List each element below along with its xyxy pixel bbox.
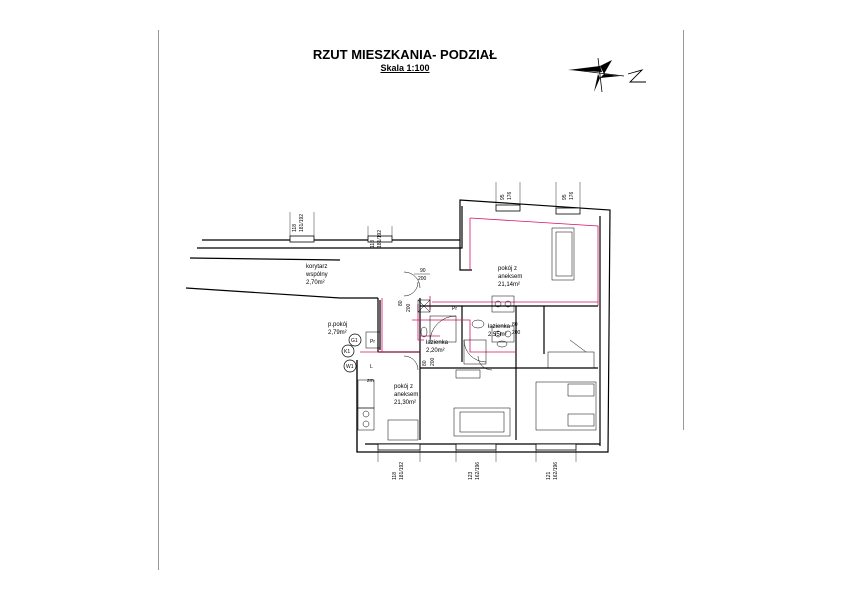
stove-top — [491, 295, 515, 313]
bath-right-name: łazienka — [488, 324, 511, 330]
stove-top-2 — [491, 325, 515, 343]
living-top-name1: pokój z — [498, 266, 517, 272]
svg-text:181/192: 181/192 — [399, 462, 405, 480]
svg-text:181/192: 181/192 — [377, 230, 383, 248]
heat-meter — [341, 344, 355, 358]
door-dimensions: 90 200 80 200 80 200 80 200 Pr Pr zm L — [367, 268, 521, 384]
pr-label-1: Pr — [452, 306, 457, 312]
svg-text:176: 176 — [569, 191, 575, 200]
cabinet — [455, 369, 481, 379]
l-label: L — [370, 364, 373, 370]
frame-line-right — [683, 30, 684, 430]
zm-label: zm — [367, 378, 374, 384]
svg-text:K1: K1 — [344, 349, 350, 355]
box-pr-2 — [365, 331, 381, 349]
svg-text:95: 95 — [500, 194, 506, 200]
living-top-area: 21,14m² — [498, 282, 520, 288]
bath-right-area: 2,55m² — [488, 332, 507, 338]
windows — [289, 204, 581, 451]
door2-width: 80 — [398, 300, 404, 306]
svg-text:G1: G1 — [351, 338, 358, 344]
toilet — [471, 319, 485, 329]
sink — [496, 340, 508, 348]
window-dimensions: 118 181/192 118 181/192 95 176 95 176 11… — [292, 191, 575, 480]
svg-text:W1: W1 — [346, 364, 354, 370]
plan-scale: Skala 1:100 — [380, 63, 430, 73]
svg-text:118: 118 — [292, 224, 298, 232]
furniture — [357, 227, 597, 441]
counter-bottom — [357, 379, 375, 409]
door4-width: 80 — [422, 360, 428, 366]
svg-text:123: 123 — [468, 471, 474, 480]
living-bottom-name2: aneksem — [394, 392, 418, 398]
gas-meter — [348, 333, 362, 347]
living-bottom-name1: pokój z — [394, 384, 413, 390]
bath-left-area: 2,20m² — [426, 348, 445, 354]
door1-width: 90 — [420, 268, 426, 274]
plan-title: RZUT MIESZKANIA- PODZIAŁ — [312, 47, 498, 62]
exterior-walls — [185, 199, 611, 453]
corridor-name2: wspólny — [305, 272, 328, 278]
door3-width: 80 — [512, 322, 518, 328]
room-labels: korytarz wspólny 2,70m² pokój z aneksem … — [305, 264, 522, 406]
svg-text:118: 118 — [392, 472, 398, 480]
box-pr — [417, 299, 431, 313]
svg-text:162/196: 162/196 — [553, 462, 559, 480]
small-room-area: 2,79m² — [328, 330, 347, 336]
frame-line-left — [158, 30, 159, 570]
living-top-name2: aneksem — [498, 274, 522, 280]
bed — [535, 381, 597, 431]
bath-left-name: łazienka — [426, 340, 449, 346]
svg-text:118: 118 — [370, 240, 376, 248]
svg-text:121: 121 — [546, 471, 552, 480]
corridor-name1: korytarz — [306, 264, 327, 270]
svg-text:181/192: 181/192 — [299, 214, 305, 232]
north-arrow-icon — [568, 57, 646, 93]
door2-height: 200 — [406, 303, 412, 312]
stove-bottom — [357, 407, 375, 431]
sofa-bottom — [453, 407, 511, 437]
door3-height: 200 — [512, 330, 521, 336]
desk — [547, 351, 595, 369]
window-dimension-lines — [289, 182, 581, 462]
pr-label-2: Pr — [370, 339, 375, 345]
corridor-area: 2,70m² — [306, 280, 325, 286]
door4-height: 200 — [430, 357, 436, 366]
svg-text:176: 176 — [507, 191, 513, 200]
water-meter — [343, 359, 357, 373]
doors — [403, 271, 493, 371]
svg-text:162/196: 162/196 — [475, 462, 481, 480]
shower-right — [463, 339, 487, 365]
door1-height: 200 — [418, 276, 427, 282]
division-lines — [360, 217, 599, 353]
small-room-name: p.pokój — [328, 322, 347, 328]
living-bottom-area: 21,30m² — [394, 400, 416, 406]
interior-walls — [378, 298, 598, 440]
table-bottom — [387, 419, 419, 441]
meters: G1 K1 W1 — [341, 333, 362, 373]
sofa-top — [551, 227, 575, 281]
shower-left — [429, 315, 457, 343]
svg-text:95: 95 — [562, 194, 568, 200]
